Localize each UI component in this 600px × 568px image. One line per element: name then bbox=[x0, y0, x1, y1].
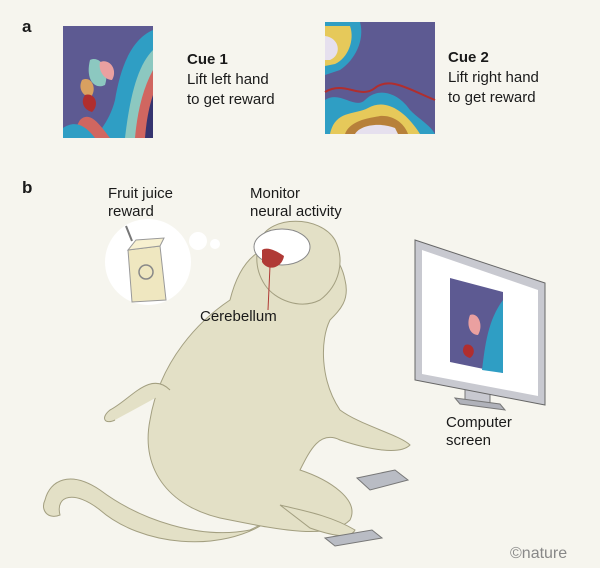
cue1-image bbox=[63, 26, 153, 138]
panel-a-label: a bbox=[22, 17, 32, 36]
brain-icon bbox=[253, 228, 311, 311]
cue2-image bbox=[324, 22, 436, 134]
left-pad bbox=[355, 469, 410, 491]
cue2-line1: Lift right hand bbox=[448, 69, 539, 86]
nature-credit: ©nature bbox=[510, 545, 568, 562]
panel-b-label: b bbox=[22, 178, 33, 197]
juice-box-icon bbox=[125, 225, 167, 303]
thought-bubble bbox=[105, 219, 220, 305]
computer-monitor bbox=[414, 239, 546, 411]
cue1-line1: Lift left hand bbox=[187, 71, 269, 88]
right-pad bbox=[323, 529, 384, 547]
cue1-title: Cue 1 bbox=[187, 51, 228, 68]
screen-line1: Computer bbox=[446, 414, 512, 431]
cerebellum-label: Cerebellum bbox=[200, 308, 277, 325]
juice-line2: reward bbox=[108, 203, 154, 220]
screen-line2: screen bbox=[446, 432, 492, 449]
monitor-line2: neural activity bbox=[250, 203, 342, 220]
monkey bbox=[43, 220, 411, 543]
cue2-line2: to get reward bbox=[448, 89, 536, 106]
cue1-line2: to get reward bbox=[187, 91, 275, 108]
cue2-title: Cue 2 bbox=[448, 49, 489, 66]
monitor-line1: Monitor bbox=[250, 185, 301, 202]
juice-line1: Fruit juice bbox=[108, 185, 174, 202]
